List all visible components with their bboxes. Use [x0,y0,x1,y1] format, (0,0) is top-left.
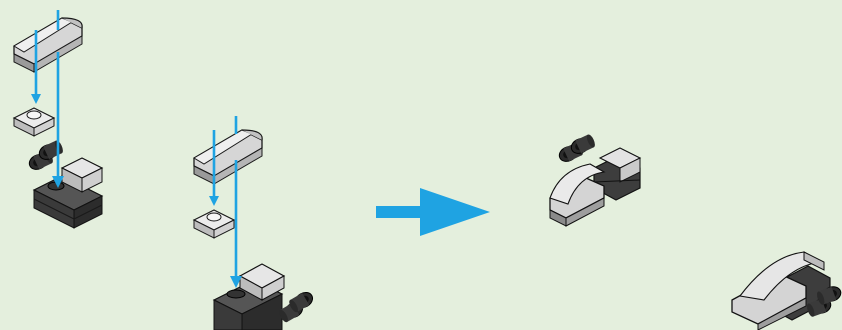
curved-slope-brick [194,130,262,184]
plate-1x1 [194,210,234,238]
assembled-binocular-model [550,133,640,226]
arrow-head [209,196,219,206]
right-arrow-icon [376,188,490,236]
step-1 [14,10,102,228]
assembled-binocular-model-rotated [732,252,842,330]
plate-1x1 [14,108,54,136]
curved-slope-brick [14,18,82,72]
binocular-base-assembly [27,139,102,228]
arrow-head [31,94,41,104]
step-2 [194,116,315,330]
binocular-base-assembly [214,264,315,330]
